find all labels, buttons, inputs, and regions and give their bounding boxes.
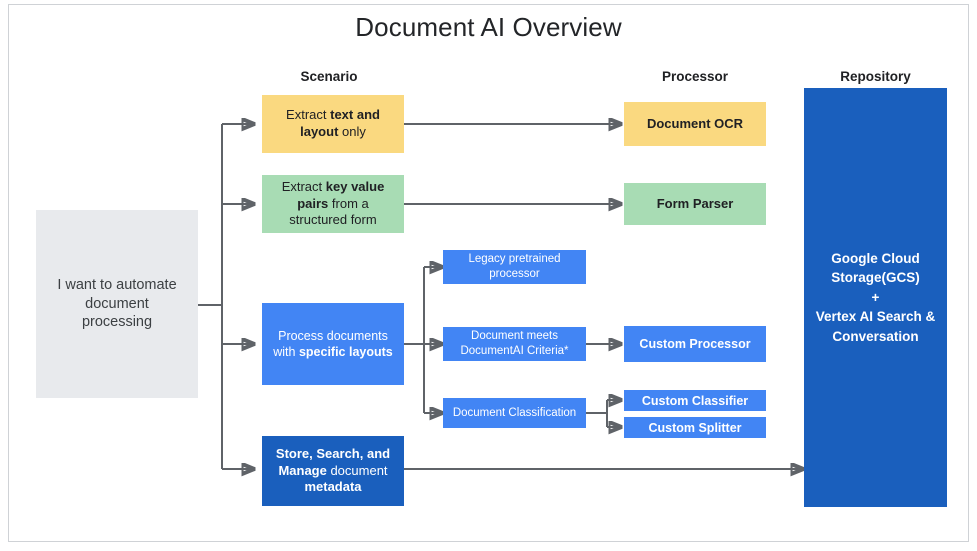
page-title: Document AI Overview — [355, 12, 622, 42]
entry-node[interactable]: I want to automate document processing — [36, 210, 198, 398]
entry-line-3: processing — [81, 314, 153, 331]
repository-line-1: Google Cloud — [831, 250, 920, 266]
repository-line-3: + — [871, 289, 880, 305]
scenario-4-line-1: Store, Search, and — [275, 446, 391, 462]
scenario-4-text-a: Manage — [278, 462, 327, 478]
scenario-1-line-1: Extract text and — [268, 107, 398, 124]
scenario-1-text-a: Extract — [286, 107, 331, 123]
entry-line-2: document — [85, 295, 149, 312]
classification-line-1: Document Classification — [452, 406, 577, 419]
processor-custom-splitter-label: Custom Splitter — [648, 420, 742, 435]
scenario-4-line-3: metadata — [304, 479, 362, 495]
scenario-1-line-2: layout only — [268, 124, 398, 141]
scenario-3-text-a: with — [273, 345, 299, 359]
legacy-line-1: Legacy pretrained — [468, 253, 561, 266]
node-document-classification[interactable]: Document Classification — [443, 398, 586, 428]
scenario-store-search-manage[interactable]: Store, Search, and Manage document metad… — [262, 436, 404, 506]
scenario-2-text-b: key value — [325, 179, 385, 195]
processor-custom-processor-label: Custom Processor — [639, 337, 751, 351]
scenario-1-text-d: only — [338, 124, 366, 139]
scenario-3-text-b: specific layouts — [298, 345, 393, 359]
scenario-4-text-b: document — [326, 462, 388, 478]
scenario-2-line-1: Extract key value — [268, 179, 398, 196]
scenario-2-text-a: Extract — [281, 179, 326, 195]
legacy-line-2: processor — [489, 268, 540, 280]
processor-custom-splitter[interactable]: Custom Splitter — [624, 417, 766, 438]
criteria-line-1: Document meets — [471, 330, 558, 343]
scenario-2-line-2: pairs from a — [268, 196, 398, 213]
scenario-4-line-2: Manage document — [268, 463, 398, 480]
repository-panel[interactable]: Google Cloud Storage(GCS) + Vertex AI Se… — [804, 88, 947, 507]
column-header-scenario: Scenario — [300, 69, 358, 84]
scenario-3-line-2: with specific layouts — [268, 344, 398, 360]
node-legacy-pretrained-processor[interactable]: Legacy pretrained processor — [443, 250, 586, 284]
criteria-line-2: DocumentAI Criteria* — [460, 345, 569, 357]
processor-custom-classifier[interactable]: Custom Classifier — [624, 390, 766, 411]
processor-custom-processor[interactable]: Custom Processor — [624, 326, 766, 362]
scenario-3-line-1: Process documents — [278, 329, 388, 343]
scenario-extract-text-layout[interactable]: Extract text and layout only — [262, 95, 404, 153]
processor-custom-classifier-label: Custom Classifier — [641, 393, 749, 408]
processor-form-parser[interactable]: Form Parser — [624, 183, 766, 225]
scenario-2-text-d: from a — [328, 195, 369, 211]
scenario-2-text-c: pairs — [297, 195, 329, 211]
repository-line-2: Storage(GCS) — [831, 270, 920, 286]
scenario-1-text-b: text and — [330, 107, 380, 123]
column-header-processor: Processor — [661, 69, 729, 84]
scenario-1-text-c: layout — [300, 124, 339, 139]
processor-form-parser-label: Form Parser — [656, 195, 734, 211]
processor-document-ocr[interactable]: Document OCR — [624, 102, 766, 146]
node-document-meets-criteria[interactable]: Document meets DocumentAI Criteria* — [443, 327, 586, 361]
repository-line-4: Vertex AI Search & — [815, 309, 936, 325]
scenario-process-specific-layouts[interactable]: Process documents with specific layouts — [262, 303, 404, 385]
repository-line-5: Conversation — [832, 328, 919, 344]
processor-document-ocr-label: Document OCR — [646, 115, 744, 131]
entry-line-1: I want to automate — [57, 277, 177, 294]
scenario-extract-key-value[interactable]: Extract key value pairs from a structure… — [262, 175, 404, 233]
scenario-2-line-3: structured form — [289, 212, 377, 228]
column-header-repository: Repository — [840, 69, 911, 84]
